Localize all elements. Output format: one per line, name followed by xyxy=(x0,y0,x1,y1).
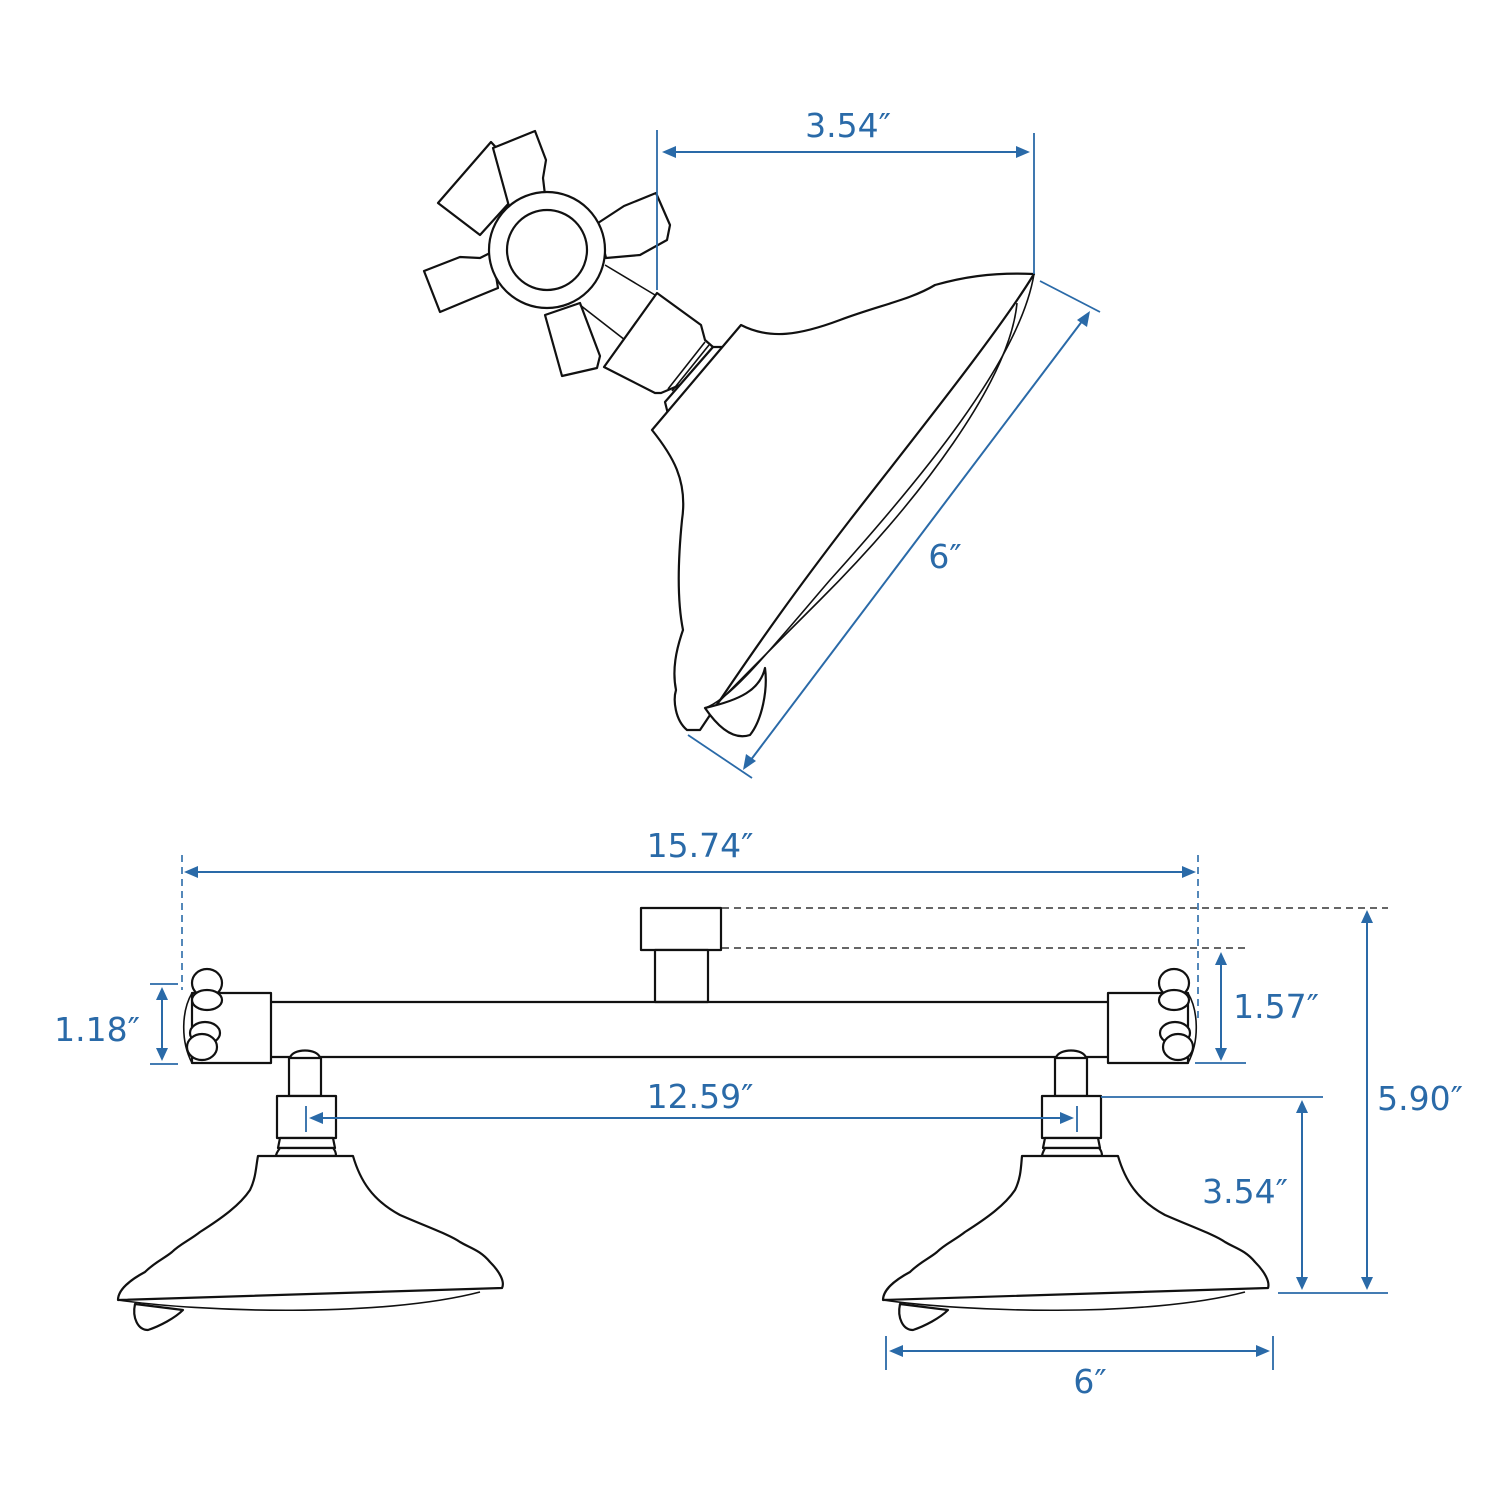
dim-overall-height: 5.90″ xyxy=(1361,910,1463,1290)
label-side-arm-drop: 3.54″ xyxy=(805,106,891,145)
reference-lines xyxy=(722,907,1388,949)
cross-handle-diverter xyxy=(422,129,672,378)
shower-head-side xyxy=(650,272,1036,738)
label-bar-height: 1.18″ xyxy=(54,1010,140,1049)
left-shower-head xyxy=(116,1049,504,1332)
dim-front-head-diameter: 6″ xyxy=(885,1336,1274,1401)
label-overall-height: 5.90″ xyxy=(1377,1079,1463,1118)
label-side-head-diameter: 6″ xyxy=(928,537,961,576)
dim-overall-width: 15.74″ xyxy=(181,826,1199,1020)
front-view: 15.74″ 1.18″ 1.57″ 12.59″ xyxy=(54,826,1463,1401)
dim-side-arm-drop: 3.54″ xyxy=(656,106,1035,290)
label-front-head-diameter: 6″ xyxy=(1073,1362,1106,1401)
wall-connector xyxy=(639,906,723,1004)
diverter-bar xyxy=(268,1000,1110,1059)
left-end-cap xyxy=(182,967,273,1065)
label-connector-height: 1.57″ xyxy=(1233,987,1319,1026)
dim-head-height: 3.54″ xyxy=(1101,1096,1388,1294)
label-overall-width: 15.74″ xyxy=(647,826,754,865)
label-head-spacing: 12.59″ xyxy=(647,1077,754,1116)
dim-side-head-diameter: 6″ xyxy=(687,280,1101,779)
label-head-height: 3.54″ xyxy=(1202,1172,1288,1211)
dim-connector-height: 1.57″ xyxy=(1195,952,1319,1064)
side-view: 3.54″ 6″ xyxy=(422,106,1101,779)
right-end-cap xyxy=(1106,967,1198,1065)
dim-bar-height: 1.18″ xyxy=(54,983,178,1065)
dim-head-spacing: 12.59″ xyxy=(305,1077,1078,1132)
